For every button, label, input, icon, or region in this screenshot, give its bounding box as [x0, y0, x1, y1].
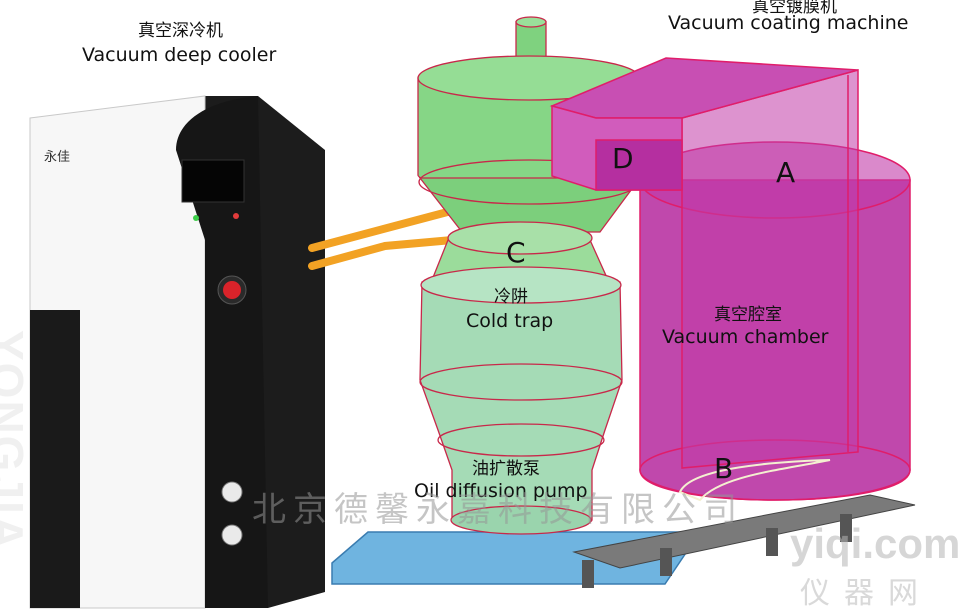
cold-trap-en: Cold trap — [466, 310, 554, 332]
cooler-brand-vertical: YONGJIA — [0, 330, 33, 552]
red-indicator — [233, 213, 239, 219]
gauge-lower — [221, 524, 243, 546]
label-a: A — [776, 156, 796, 189]
cooler-title-en: Vacuum deep cooler — [82, 44, 277, 66]
cooler-control-strip — [176, 96, 268, 608]
power-button — [223, 281, 241, 299]
pump-ring-1 — [420, 266, 622, 304]
machine-title-cn: 真空镀膜机 — [752, 0, 837, 17]
cooler-display — [181, 159, 245, 203]
brand-stripe — [30, 310, 80, 608]
machine-title-en: Vacuum coating machine — [668, 12, 909, 34]
chamber-stand — [572, 494, 916, 588]
green-indicator — [193, 215, 199, 221]
chamber-en: Vacuum chamber — [662, 326, 829, 348]
duct-face-d — [595, 139, 683, 191]
pump-en: Oil diffusion pump — [414, 480, 588, 502]
stand-leg-1 — [582, 560, 594, 588]
chamber-back-panel — [681, 69, 859, 469]
cooler-brand-small: 永佳 — [44, 150, 71, 165]
stand-leg-2 — [660, 548, 672, 576]
pump-cn: 油扩散泵 — [472, 459, 540, 479]
label-d: D — [612, 142, 634, 175]
pump-ring-3 — [437, 423, 605, 457]
stand-leg-3 — [766, 528, 778, 556]
stand-rail — [572, 494, 916, 569]
company-watermark: 北京德馨永嘉科技有限公司 — [252, 490, 744, 530]
cold-trap-cn: 冷阱 — [494, 287, 528, 307]
site-watermark: yiqi.com — [790, 520, 961, 567]
coolant-pipe-lower — [308, 234, 479, 270]
pump-ring-2 — [419, 363, 623, 401]
c-section-top — [447, 221, 593, 255]
vacuum-deep-cooler — [29, 95, 325, 609]
chamber-cn: 真空腔室 — [714, 305, 782, 325]
label-c: C — [506, 236, 526, 269]
vacuum-chamber — [549, 57, 911, 501]
site-watermark-cn: 仪器网 — [800, 576, 932, 611]
label-b: B — [714, 452, 734, 485]
stand-leg-4 — [840, 514, 852, 542]
wire-b — [678, 459, 831, 502]
top-pipe-cap — [515, 16, 547, 28]
gauge-upper — [221, 481, 243, 503]
pump-ring-4 — [450, 505, 592, 535]
cooler-title-cn: 真空深冷机 — [138, 21, 223, 41]
